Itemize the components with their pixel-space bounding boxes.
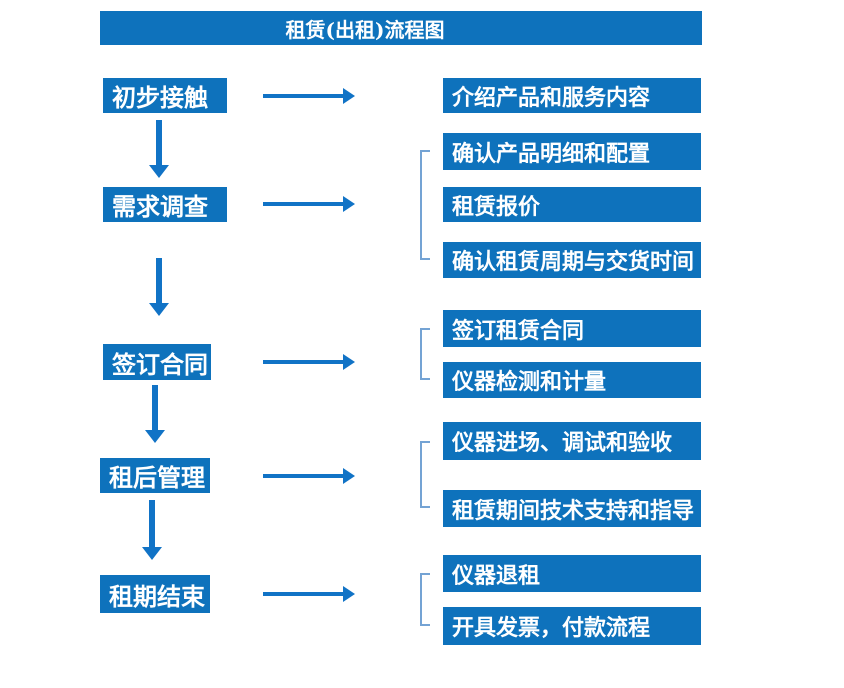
arrow-head — [343, 586, 355, 602]
output-box: 确认产品明细和配置 — [443, 133, 701, 170]
flow-arrow-right-icon — [263, 88, 355, 104]
output-box: 签订租赁合同 — [443, 310, 701, 347]
flow-arrow-down-icon — [149, 120, 169, 178]
arrow-shaft — [149, 500, 155, 548]
arrow-head — [149, 303, 169, 316]
arrow-shaft — [156, 258, 162, 304]
output-box: 租赁报价 — [443, 187, 701, 222]
arrow-shaft — [263, 94, 344, 98]
stage-box-sign-contract: 签订合同 — [103, 344, 211, 380]
group-bracket — [420, 441, 430, 508]
group-bracket — [420, 573, 430, 626]
flow-arrow-right-icon — [263, 196, 355, 212]
flow-arrow-right-icon — [263, 468, 355, 484]
output-box: 仪器退租 — [443, 555, 701, 592]
flow-arrow-right-icon — [263, 354, 355, 370]
output-box: 介绍产品和服务内容 — [443, 78, 701, 113]
arrow-shaft — [263, 592, 344, 596]
arrow-shaft — [156, 120, 162, 166]
arrow-head — [343, 88, 355, 104]
stage-box-post-rental-management: 租后管理 — [100, 458, 210, 493]
group-bracket — [420, 150, 430, 260]
output-box: 开具发票，付款流程 — [443, 607, 701, 645]
flow-arrow-right-icon — [263, 586, 355, 602]
arrow-head — [343, 354, 355, 370]
arrow-head — [343, 468, 355, 484]
flow-arrow-down-icon — [142, 500, 162, 560]
output-box: 仪器检测和计量 — [443, 362, 701, 398]
arrow-shaft — [263, 360, 344, 364]
stage-box-demand-survey: 需求调查 — [103, 187, 227, 222]
arrow-shaft — [263, 474, 344, 478]
chart-title-bar: 租赁(出租)流程图 — [100, 11, 702, 45]
output-box: 租赁期间技术支持和指导 — [443, 490, 701, 527]
arrow-head — [343, 196, 355, 212]
stage-box-rental-end: 租期结束 — [100, 575, 210, 613]
stage-box-initial-contact: 初步接触 — [103, 78, 227, 113]
arrow-head — [145, 430, 165, 443]
arrow-head — [142, 547, 162, 560]
arrow-head — [149, 165, 169, 178]
flow-arrow-down-icon — [149, 258, 169, 316]
output-box: 仪器进场、调试和验收 — [443, 422, 701, 460]
output-box: 确认租赁周期与交货时间 — [443, 242, 701, 278]
arrow-shaft — [263, 202, 344, 206]
arrow-shaft — [152, 385, 158, 431]
group-bracket — [420, 328, 430, 380]
flow-arrow-down-icon — [145, 385, 165, 443]
chart-title: 租赁(出租)流程图 — [285, 17, 445, 42]
